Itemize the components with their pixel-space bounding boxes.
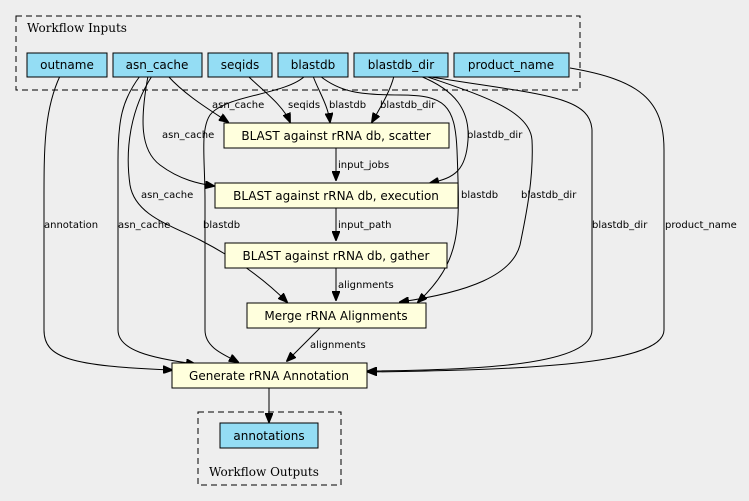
output-node-label: annotations <box>233 429 304 443</box>
step-node-label: Merge rRNA Alignments <box>264 309 407 323</box>
workflow-inputs-title: Workflow Inputs <box>27 21 127 35</box>
edge-label-blastdb-dir-merge: blastdb_dir <box>521 190 577 201</box>
input-node-asn-cache[interactable]: asn_cache <box>112 52 203 78</box>
edge-blastdb-merge <box>319 75 459 302</box>
step-node-execution[interactable]: BLAST against rRNA db, execution <box>214 182 459 209</box>
input-node-label: asn_cache <box>126 58 189 72</box>
edge-blastdb-dir-execution <box>419 75 469 183</box>
input-node-blastdb[interactable]: blastdb <box>277 52 349 78</box>
input-node-blastdb-dir[interactable]: blastdb_dir <box>353 52 449 78</box>
edge-label-blastdb-dir-generate: blastdb_dir <box>592 220 648 231</box>
edge-label-seqids-scatter: seqids <box>288 100 320 111</box>
edge-asn-cache-execution <box>142 75 214 186</box>
edge-label-scatter-execution: input_jobs <box>338 160 389 171</box>
step-node-scatter[interactable]: BLAST against rRNA db, scatter <box>223 122 450 149</box>
edge-label-blastdb-dir-execution: blastdb_dir <box>467 130 523 141</box>
edge-label-blastdb-dir-scatter: blastdb_dir <box>380 100 436 111</box>
edge-asn-cache-generate <box>117 75 195 364</box>
output-node-annotations[interactable]: annotations <box>219 422 319 449</box>
step-node-label: BLAST against rRNA db, scatter <box>241 129 430 143</box>
step-node-merge[interactable]: Merge rRNA Alignments <box>246 302 427 329</box>
edge-label-blastdb-scatter: blastdb <box>329 100 366 111</box>
edge-blastdb-generate <box>203 75 306 362</box>
edge-label-execution-gather: input_path <box>338 220 391 231</box>
edge-outname-generate <box>43 75 172 370</box>
step-node-label: BLAST against rRNA db, gather <box>243 249 430 263</box>
edge-asn-cache-scatter <box>167 75 228 122</box>
edge-label-blastdb-generate: blastdb <box>203 220 240 231</box>
edge-label-product-name-generate: product_name <box>665 220 737 231</box>
workflow-outputs-title: Workflow Outputs <box>209 465 319 479</box>
workflow-inputs-cluster: Workflow Inputs <box>15 15 581 91</box>
input-node-label: blastdb_dir <box>368 58 434 72</box>
input-node-label: blastdb <box>291 58 336 72</box>
input-node-product-name[interactable]: product_name <box>453 52 570 78</box>
edge-label-asn-cache-merge: asn_cache <box>141 190 193 201</box>
edge-seqids-scatter <box>247 75 290 122</box>
step-node-gather[interactable]: BLAST against rRNA db, gather <box>224 242 448 269</box>
edge-blastdb-dir-scatter <box>372 75 395 122</box>
edge-asn-cache-merge <box>127 75 287 302</box>
edge-blastdb-dir-merge <box>400 75 533 302</box>
edge-label-outname-generate: annotation <box>44 220 98 231</box>
edge-merge-generate <box>287 327 321 361</box>
edges: asn_cache seqids blastdb blastdb_dir asn… <box>43 67 737 422</box>
step-node-label: Generate rRNA Annotation <box>189 369 349 383</box>
edge-blastdb-dir-generate <box>368 75 593 371</box>
input-node-label: seqids <box>221 58 259 72</box>
step-node-label: BLAST against rRNA db, execution <box>233 189 439 203</box>
edge-label-merge-generate: alignments <box>310 340 366 351</box>
edge-label-asn-cache-generate: asn_cache <box>118 220 170 231</box>
edge-product-name-generate <box>368 67 665 372</box>
edge-label-asn-cache-execution: asn_cache <box>162 130 214 141</box>
edge-blastdb-scatter <box>312 75 330 122</box>
step-node-generate[interactable]: Generate rRNA Annotation <box>171 362 368 389</box>
input-node-outname[interactable]: outname <box>26 52 108 78</box>
input-node-seqids[interactable]: seqids <box>207 52 273 78</box>
input-node-label: product_name <box>468 58 554 72</box>
edge-label-gather-merge: alignments <box>338 280 394 291</box>
edge-label-asn-cache-scatter: asn_cache <box>212 100 264 111</box>
input-node-label: outname <box>40 58 94 72</box>
edge-label-blastdb-merge: blastdb <box>461 190 498 201</box>
